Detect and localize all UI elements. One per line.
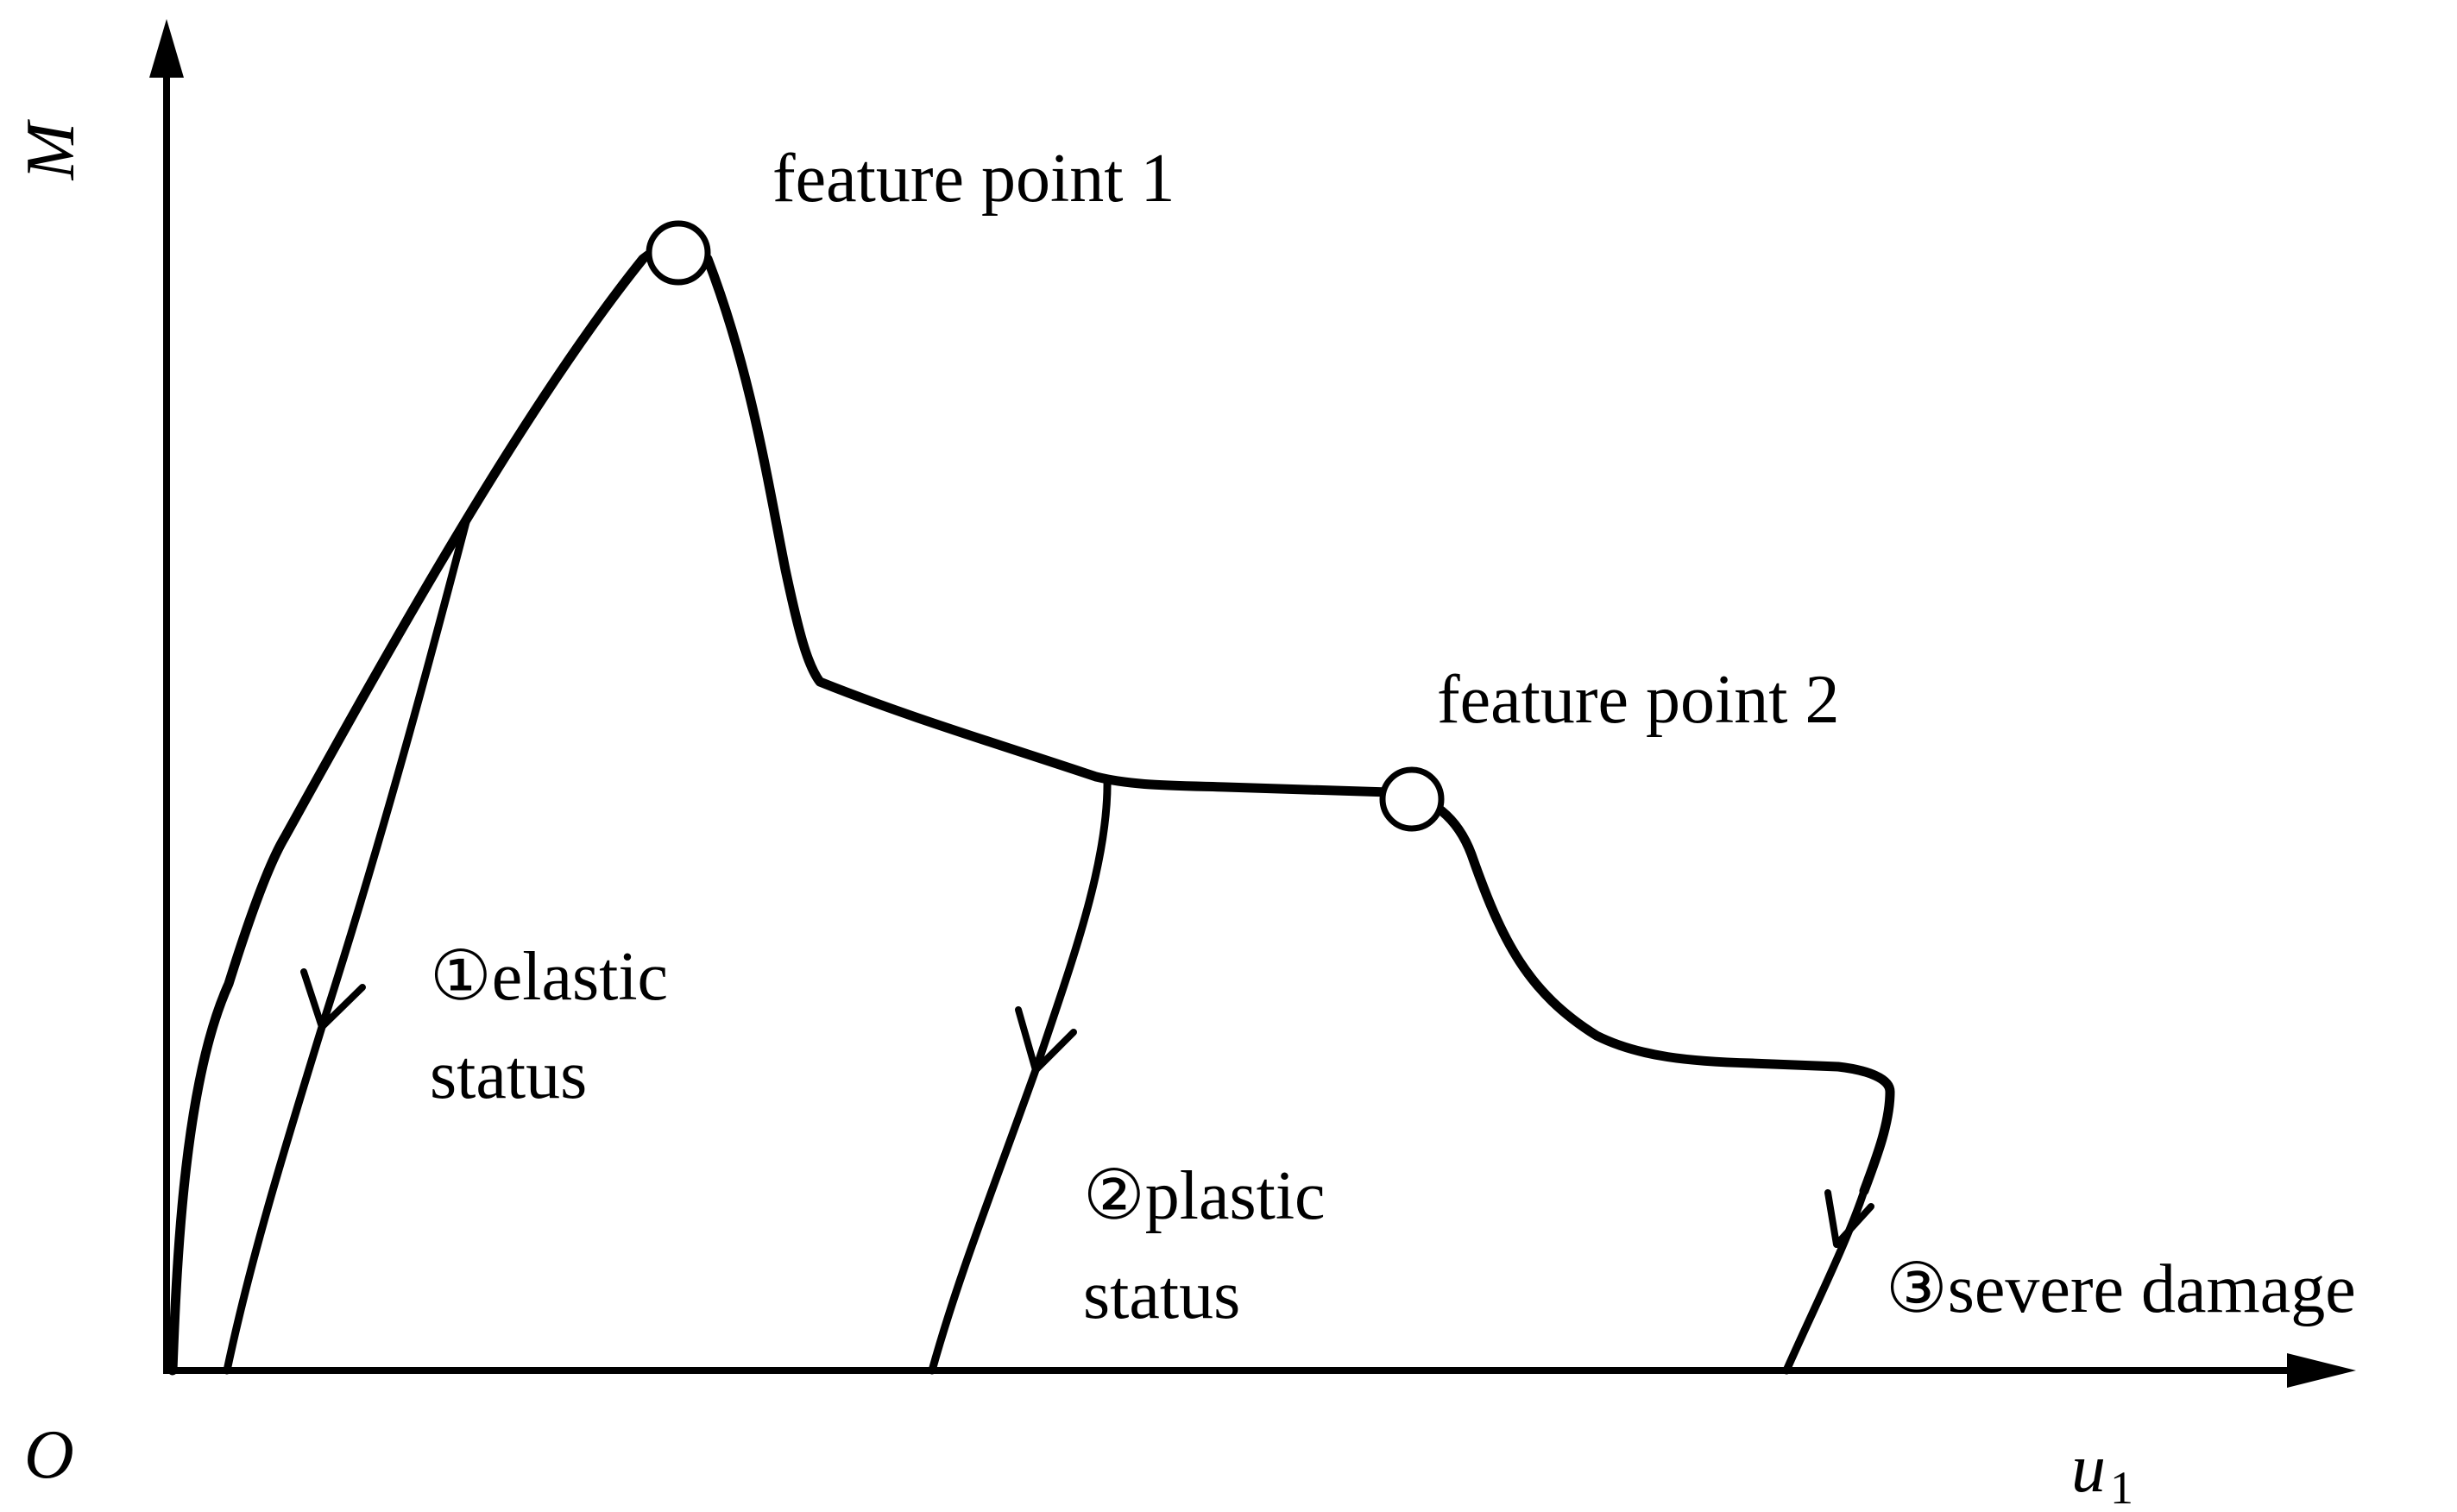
region-1-label-line2: status bbox=[430, 1037, 587, 1113]
unloading-arrow-2 bbox=[1015, 1006, 1077, 1074]
feature-point-2-label: feature point 2 bbox=[1437, 662, 1839, 738]
unloading-arrow-1 bbox=[300, 968, 366, 1030]
x-axis-label-subscript: 1 bbox=[2110, 1462, 2133, 1512]
unloading-path-severe bbox=[1782, 1187, 1874, 1375]
unloading-arrow-3 bbox=[1824, 1189, 1874, 1248]
region-3-label: ③severe damage bbox=[1886, 1251, 2356, 1327]
unloading-line-1 bbox=[223, 518, 470, 1375]
y-axis-arrow bbox=[149, 19, 184, 78]
feature-point-1-label: feature point 1 bbox=[772, 141, 1175, 217]
origin-label: O bbox=[24, 1417, 74, 1493]
x-axis-arrow bbox=[2287, 1353, 2356, 1388]
unloading-path-plastic bbox=[928, 774, 1112, 1375]
unloading-line-2 bbox=[928, 774, 1112, 1375]
feature-point-2-marker bbox=[1379, 766, 1445, 832]
axes bbox=[149, 19, 2356, 1388]
unloading-line-3 bbox=[1782, 1187, 1868, 1375]
feature-point-1-marker bbox=[646, 220, 711, 286]
y-axis-label: M bbox=[13, 118, 89, 180]
region-2-label-line1: ②plastic bbox=[1083, 1158, 1326, 1234]
unloading-path-elastic bbox=[223, 518, 470, 1375]
region-1-label-line1: ①elastic bbox=[430, 939, 668, 1015]
region-2-label-line2: status bbox=[1083, 1257, 1240, 1333]
x-axis-label: u bbox=[2071, 1431, 2106, 1507]
skeleton-curve bbox=[167, 239, 1895, 1376]
